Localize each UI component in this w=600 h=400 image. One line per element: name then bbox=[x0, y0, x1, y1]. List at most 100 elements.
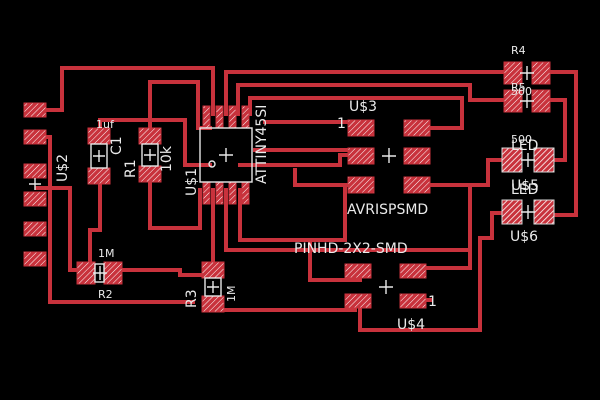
trace-c1-u1 bbox=[98, 118, 212, 167]
label-u4: U$4 bbox=[397, 317, 425, 333]
r5-origin-mark bbox=[520, 94, 534, 108]
r2-origin-mark bbox=[93, 266, 107, 280]
pad-u3-4 bbox=[403, 147, 431, 165]
pad-u1-2 bbox=[215, 181, 224, 205]
trace-u3-gnd bbox=[293, 168, 364, 187]
trace-c1-r2 bbox=[88, 178, 102, 272]
label-r2-ref: R2 bbox=[98, 288, 113, 301]
pad-u2-2 bbox=[23, 129, 47, 145]
component-labels: U$2 1uf C1 R1 10k U$1 ATTINY45SI U$3 1 A… bbox=[55, 44, 539, 333]
label-r1-ref: R1 bbox=[123, 159, 139, 178]
pad-u1-1 bbox=[202, 181, 211, 205]
pad-u2-5 bbox=[23, 221, 47, 237]
label-r2-value: 1M bbox=[98, 247, 115, 260]
r3-outline bbox=[204, 277, 222, 297]
label-led-2: LED bbox=[511, 182, 538, 198]
pad-u4-3 bbox=[344, 293, 372, 309]
trace-top-left bbox=[35, 66, 215, 116]
pad-r1-2 bbox=[138, 165, 162, 183]
label-u4-pin1: 1 bbox=[428, 294, 437, 310]
r4-origin-mark bbox=[520, 66, 534, 80]
pad-u3-2 bbox=[403, 119, 431, 137]
trace-u1-r4 bbox=[224, 70, 512, 116]
component-pads bbox=[23, 61, 555, 313]
pad-u6-2 bbox=[533, 199, 555, 225]
pad-r3-2 bbox=[201, 295, 225, 313]
label-u5: U$5 bbox=[511, 178, 539, 194]
c1-origin-mark bbox=[93, 150, 105, 162]
pad-r2-1 bbox=[76, 261, 96, 285]
pad-u4-4 bbox=[399, 293, 427, 309]
label-r4: R4 bbox=[511, 44, 526, 57]
label-r5-value: 500 bbox=[511, 133, 532, 146]
u4-origin-mark bbox=[379, 280, 393, 294]
label-c1-ref: C1 bbox=[109, 136, 125, 155]
pad-u1-8 bbox=[202, 105, 211, 129]
pad-u2-6 bbox=[23, 251, 47, 267]
silkscreen bbox=[29, 66, 535, 297]
trace-u6-pinhd bbox=[358, 211, 512, 332]
pad-u2-3 bbox=[23, 163, 47, 179]
label-led-1: LED bbox=[511, 138, 538, 154]
trace-r1-top bbox=[148, 80, 212, 137]
label-u2: U$2 bbox=[55, 154, 71, 182]
label-r5: R5 bbox=[511, 81, 526, 94]
pad-r1-1 bbox=[138, 127, 162, 145]
trace-r2-r3 bbox=[118, 268, 215, 277]
label-r3-value: 1M bbox=[225, 286, 238, 303]
label-c1-value: 1uf bbox=[96, 118, 115, 131]
pad-u1-6 bbox=[228, 105, 237, 129]
pad-r3-1 bbox=[201, 261, 225, 279]
trace-u1-u3a bbox=[248, 96, 464, 130]
trace-u5-u3 bbox=[416, 158, 512, 187]
trace-u1-u3f bbox=[238, 183, 347, 242]
trace-r3-pinhd bbox=[211, 303, 357, 312]
pad-u1-3 bbox=[228, 181, 237, 205]
u6-origin-mark bbox=[521, 205, 535, 219]
label-u3: U$3 bbox=[349, 99, 377, 115]
pad-r5-2 bbox=[531, 89, 551, 113]
c1-outline bbox=[90, 143, 108, 169]
label-r4-value: 500 bbox=[511, 85, 532, 98]
trace-r5-u5 bbox=[546, 98, 567, 162]
trace-r1-bottom bbox=[148, 168, 202, 230]
trace-u1-r5 bbox=[236, 83, 512, 116]
label-r1-value: 10k bbox=[159, 145, 175, 172]
pad-u1-5 bbox=[241, 105, 250, 129]
pad-u4-1 bbox=[344, 263, 372, 279]
pad-u4-2 bbox=[399, 263, 427, 279]
label-u6: U$6 bbox=[510, 229, 538, 245]
pad-u2-4 bbox=[23, 191, 47, 207]
trace-pinhd-top bbox=[416, 228, 472, 270]
pad-u3-6 bbox=[403, 176, 431, 194]
u1-outline bbox=[199, 127, 253, 183]
pad-u1-4 bbox=[241, 181, 250, 205]
label-u3-pin1: 1 bbox=[337, 116, 346, 132]
u1-origin-mark bbox=[219, 148, 233, 162]
trace-pinhd-left bbox=[308, 238, 362, 282]
pad-r4-2 bbox=[531, 61, 551, 85]
label-u1: U$1 bbox=[184, 168, 200, 196]
label-attiny: ATTINY45SI bbox=[254, 105, 270, 184]
copper-traces bbox=[35, 66, 578, 332]
r1-outline bbox=[141, 143, 159, 167]
u5-origin-mark bbox=[521, 153, 535, 167]
label-r3-ref: R3 bbox=[184, 289, 200, 308]
label-pinhd: PINHD-2X2-SMD bbox=[294, 241, 408, 257]
u3-origin-mark bbox=[382, 148, 396, 163]
r1-origin-mark bbox=[144, 149, 156, 161]
pad-u3-5 bbox=[347, 176, 375, 194]
pad-u1-7 bbox=[215, 105, 224, 129]
pad-c1-2 bbox=[87, 167, 111, 185]
trace-r4-u6 bbox=[546, 70, 578, 217]
pad-u6-1 bbox=[501, 199, 523, 225]
pad-u3-1 bbox=[347, 119, 375, 137]
r3-origin-mark bbox=[207, 281, 219, 293]
u1-pin1-dot bbox=[208, 160, 216, 168]
label-avrisp: AVRISPSMD bbox=[347, 202, 428, 218]
u2-origin-mark bbox=[29, 178, 41, 190]
pad-u3-3 bbox=[347, 147, 375, 165]
pad-u2-1 bbox=[23, 102, 47, 118]
